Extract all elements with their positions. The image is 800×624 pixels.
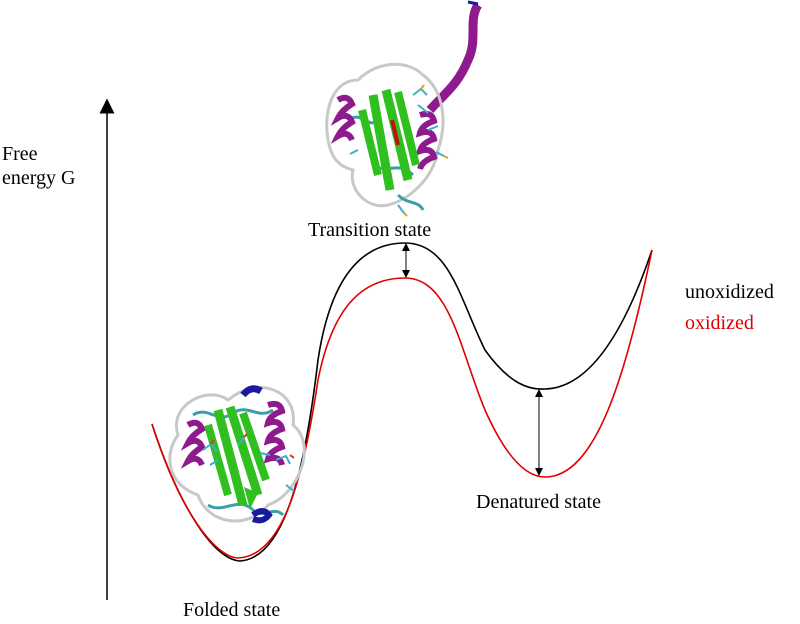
y-axis-label: Free energy G xyxy=(2,142,76,190)
legend-oxidized: oxidized xyxy=(685,312,754,334)
denatured-state-label: Denatured state xyxy=(476,491,601,513)
oxidized-curve xyxy=(151,249,653,559)
transition-protein-icon xyxy=(325,0,483,217)
transition-state-label: Transition state xyxy=(308,219,432,241)
y-axis-label-line2: energy G xyxy=(2,167,76,189)
legend-unoxidized: unoxidized xyxy=(685,281,774,303)
folded-protein-icon xyxy=(168,385,306,524)
folded-state-label: Folded state xyxy=(183,599,281,621)
y-axis-label-line1: Free xyxy=(2,143,38,165)
unoxidized-curve xyxy=(151,242,653,562)
